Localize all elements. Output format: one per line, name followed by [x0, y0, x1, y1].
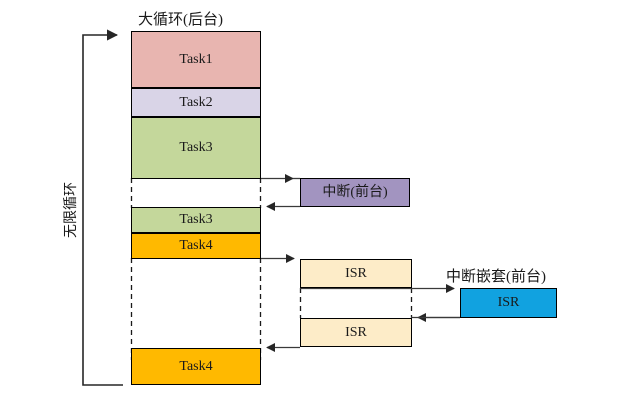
dashed-guides — [130, 178, 413, 360]
title-background-loop: 大循环(后台) — [138, 12, 223, 28]
block-isr-second: ISR — [300, 318, 412, 347]
block-task1-label: Task1 — [179, 51, 213, 67]
block-task4: Task4 — [131, 233, 261, 259]
block-task3-resumed-label: Task3 — [179, 212, 213, 227]
block-task2: Task2 — [131, 88, 261, 117]
block-task3-resumed: Task3 — [131, 207, 261, 233]
infinite-loop-label: 无限循环 — [60, 178, 80, 242]
block-interrupt-label: 中断(前台) — [322, 184, 388, 200]
block-isr-first: ISR — [300, 259, 412, 288]
block-task4-resumed: Task4 — [131, 348, 261, 385]
block-isr-first-label: ISR — [345, 265, 367, 281]
block-isr-nested: ISR — [460, 288, 557, 318]
block-task3-label: Task3 — [179, 140, 213, 155]
block-task2-label: Task2 — [179, 94, 213, 110]
block-isr-nested-label: ISR — [497, 295, 520, 310]
block-task4-label: Task4 — [179, 238, 213, 253]
block-task3: Task3 — [131, 117, 261, 179]
block-task1: Task1 — [131, 31, 261, 88]
title-nested-interrupt: 中断嵌套(前台) — [446, 269, 546, 285]
infinite-loop-bracket — [82, 29, 123, 386]
block-isr-second-label: ISR — [345, 324, 367, 340]
block-task4-resumed-label: Task4 — [179, 358, 213, 374]
block-interrupt: 中断(前台) — [300, 178, 410, 207]
